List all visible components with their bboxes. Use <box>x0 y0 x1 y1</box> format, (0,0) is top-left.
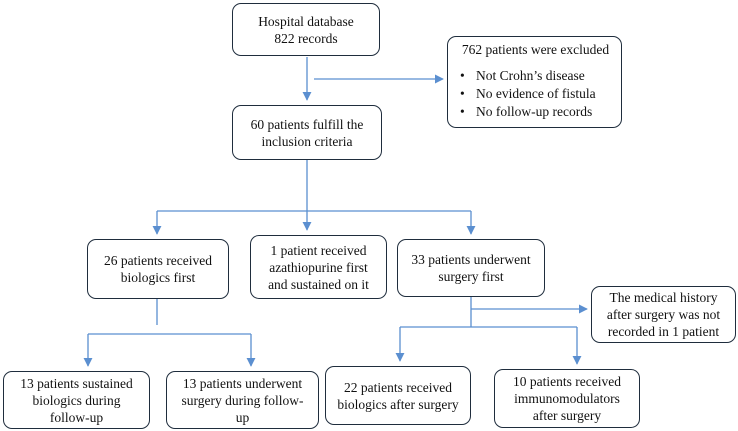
excluded-patients-box: 762 patients were excluded Not Crohn’s d… <box>447 36 622 128</box>
line: biologics during <box>32 392 121 408</box>
hospital-database-box: Hospital database 822 records <box>232 3 380 56</box>
exclusion-item: No follow-up records <box>458 103 613 121</box>
azathiopurine-first-box: 1 patient received azathiopurine first a… <box>250 235 387 299</box>
exclusion-list: Not Crohn’s disease No evidence of fistu… <box>458 67 613 121</box>
line: after surgery was not <box>606 307 721 322</box>
line: The medical history <box>609 290 718 305</box>
surgery-first-box: 33 patients underwent surgery first <box>397 239 545 297</box>
line: inclusion criteria <box>261 133 353 149</box>
line: after surgery <box>532 408 602 423</box>
surgery-during-followup-box: 13 patients underwent surgery during fol… <box>166 371 319 429</box>
line: 13 patients sustained <box>20 375 133 391</box>
line: 26 patients received <box>104 253 212 268</box>
line: up <box>235 409 250 425</box>
line: follow-up <box>49 409 104 425</box>
biologics-first-box: 26 patients received biologics first <box>87 239 229 299</box>
immunomodulators-after-surgery-box: 10 patients received immunomodulators af… <box>494 369 640 428</box>
sustained-biologics-box: 13 patients sustained biologics during f… <box>3 371 150 429</box>
line: 1 patient received <box>270 242 367 258</box>
line: 33 patients underwent <box>411 252 531 267</box>
line: biologics after surgery <box>337 396 459 412</box>
line: azathiopurine first <box>269 259 368 275</box>
line: Hospital database <box>258 13 354 29</box>
line: biologics first <box>120 270 196 285</box>
line: 60 patients fulfill the <box>250 116 364 132</box>
line: immunomodulators <box>514 391 620 406</box>
inclusion-criteria-box: 60 patients fulfill the inclusion criter… <box>232 105 382 160</box>
line: surgery during follow- <box>181 392 304 408</box>
line: 822 records <box>274 30 338 46</box>
exclusion-item: No evidence of fistula <box>458 85 613 103</box>
exclusion-item: Not Crohn’s disease <box>458 67 613 85</box>
not-recorded-box: The medical history after surgery was no… <box>591 286 736 343</box>
line: surgery first <box>438 269 504 284</box>
line: 10 patients received <box>513 374 621 389</box>
line: 13 patients underwent <box>182 375 303 391</box>
line: and sustained on it <box>268 276 369 292</box>
biologics-after-surgery-box: 22 patients received biologics after sur… <box>325 366 471 425</box>
line: 22 patients received <box>344 379 452 395</box>
line: recorded in 1 patient <box>607 324 720 339</box>
excluded-title: 762 patients were excluded <box>461 42 610 57</box>
